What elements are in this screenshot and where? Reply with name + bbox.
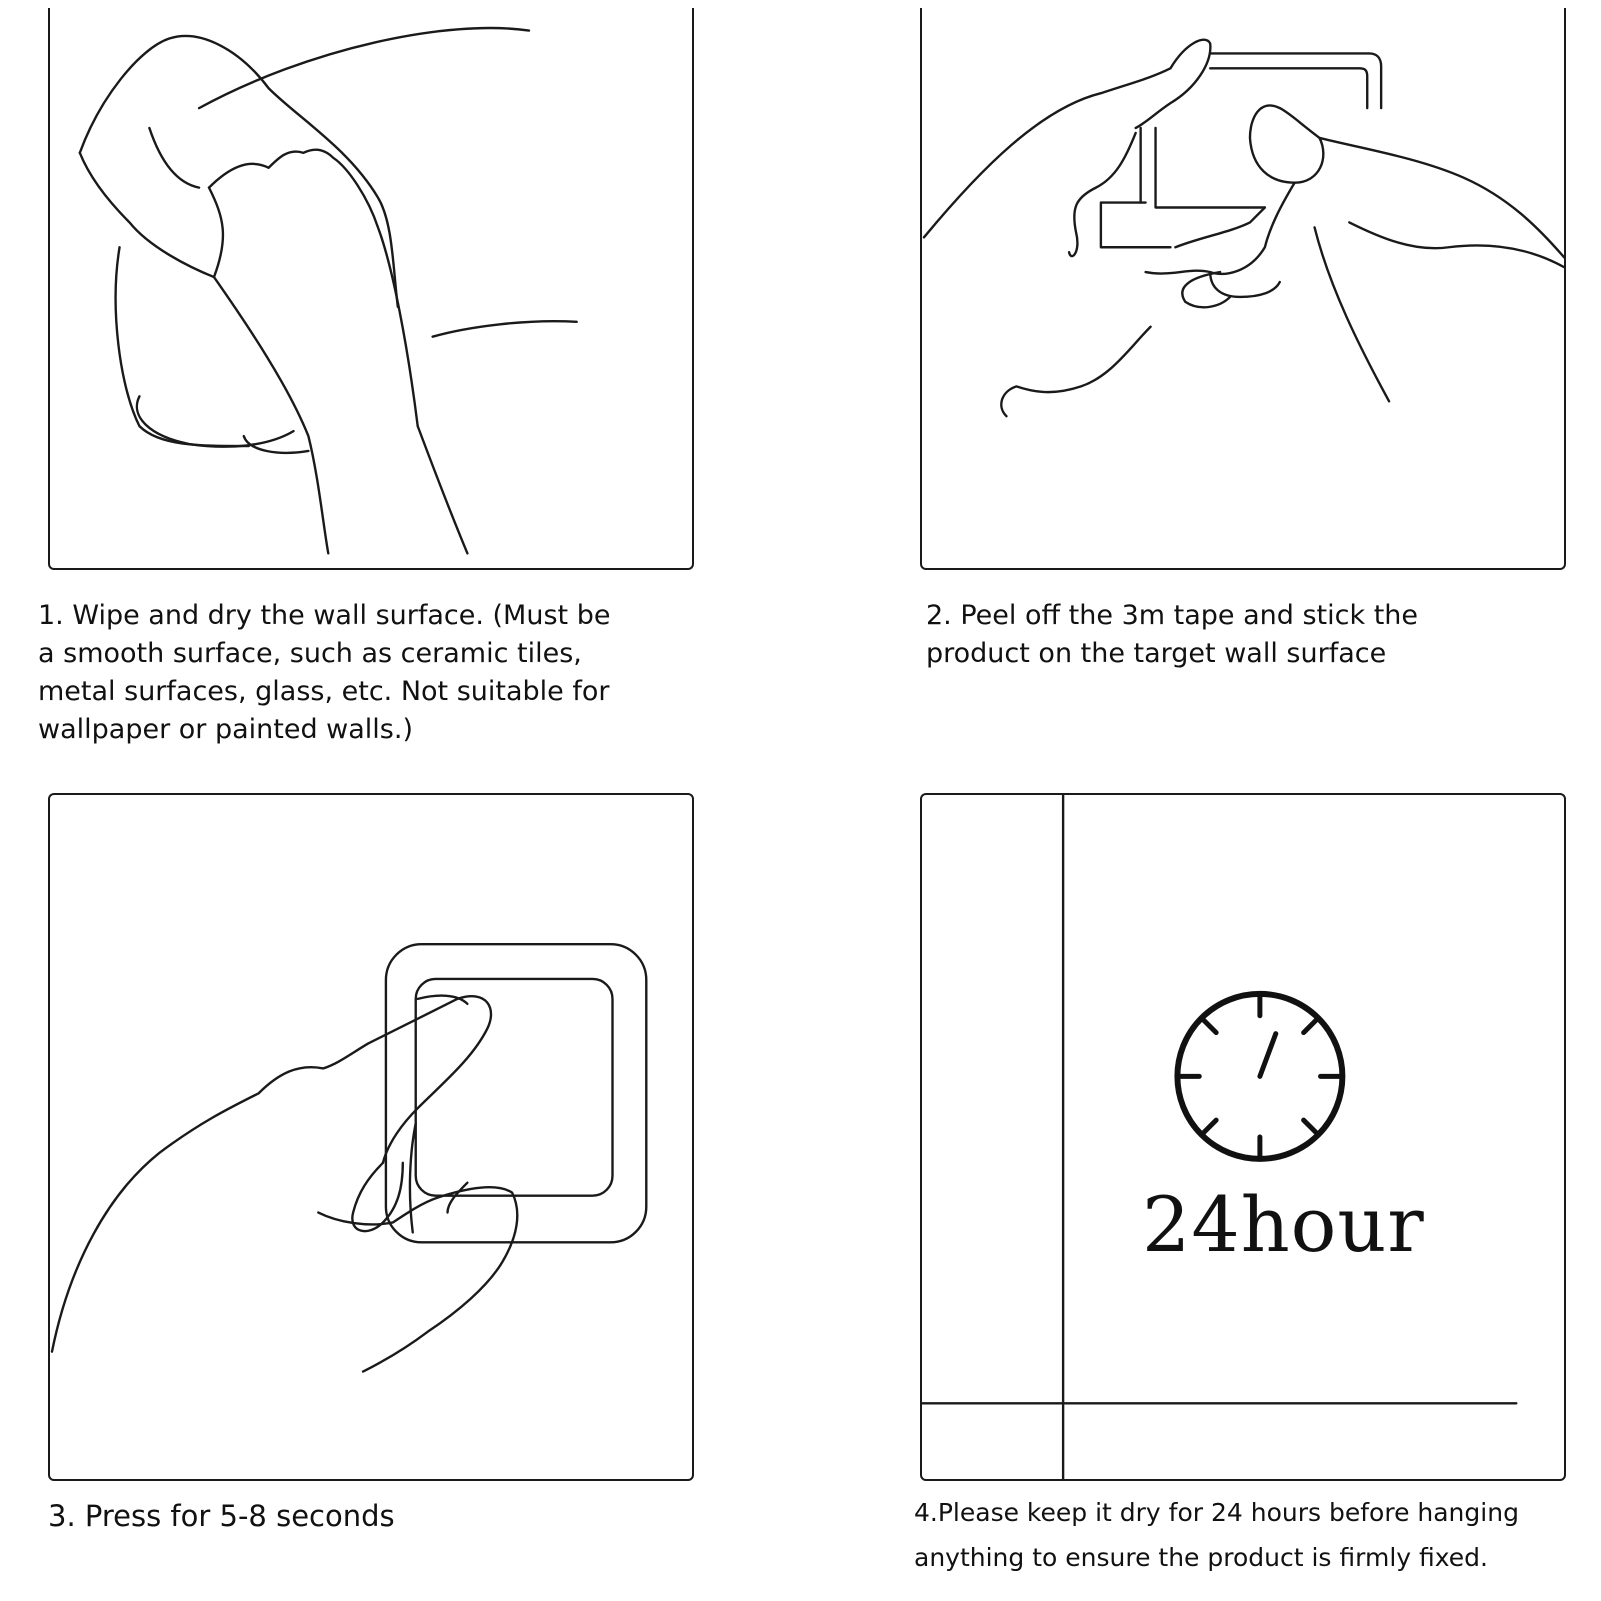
wiping-hand-icon <box>78 26 578 555</box>
peeling-hands-icon <box>922 38 1564 418</box>
step-1-illustration <box>48 8 694 570</box>
step-2-caption: 2. Peel off the 3m tape and stick the pr… <box>926 600 1418 669</box>
step-4-caption: 4.Please keep it dry for 24 hours before… <box>914 1498 1519 1572</box>
step-4-illustration: 24hour <box>920 793 1566 1481</box>
step-3-illustration <box>48 793 694 1481</box>
step-1-caption: 1. Wipe and dry the wall surface. (Must … <box>38 600 611 745</box>
wall-corner-lines <box>922 795 1518 1479</box>
hours-label: 24hour <box>1142 1180 1425 1269</box>
pressing-finger-icon <box>50 943 648 1373</box>
clock-icon <box>1174 990 1346 1162</box>
step-3-caption: 3. Press for 5-8 seconds <box>48 1499 395 1533</box>
step-2-illustration <box>920 8 1566 570</box>
